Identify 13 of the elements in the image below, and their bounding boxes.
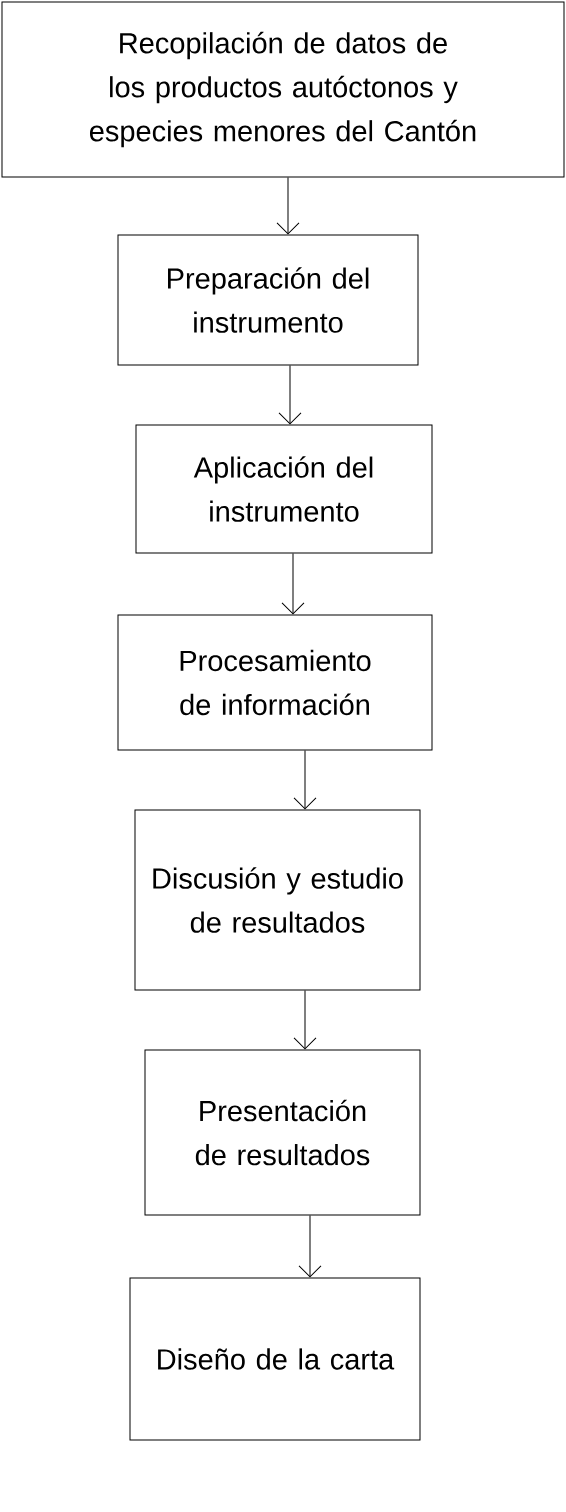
process-box: Aplicación del instrumento [135,424,433,554]
process-box: Procesamiento de información [117,614,433,751]
arrow [298,1215,322,1278]
process-box: Presentación de resultados [144,1049,421,1216]
arrow [293,990,317,1050]
arrow [278,365,302,425]
process-box: Preparación del instrumento [117,234,419,366]
process-box: Discusión y estudio de resultados [134,809,421,991]
arrow [293,750,317,810]
arrow [276,177,300,235]
arrow [281,553,305,615]
process-box: Recopilación de datos de los productos autóctonos y especies menores del Cantón [1,1,565,178]
process-box: Diseño de la carta [129,1277,421,1441]
